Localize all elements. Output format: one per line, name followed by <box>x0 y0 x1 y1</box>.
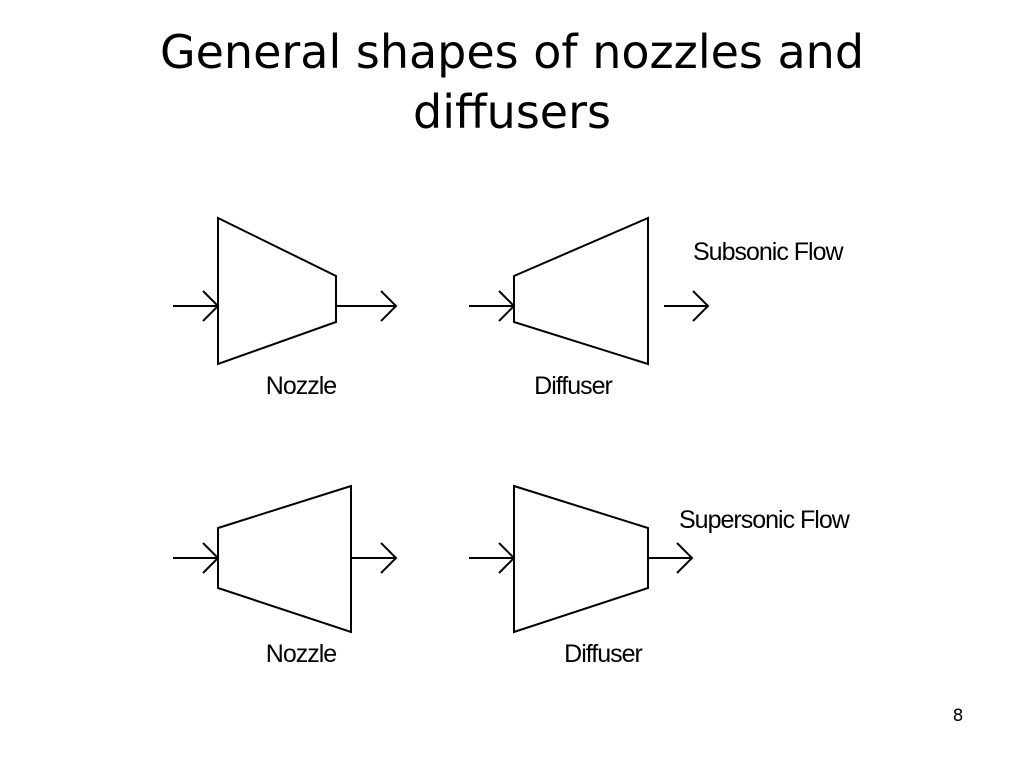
subsonic-nozzle-label: Nozzle <box>266 372 337 400</box>
subsonic-nozzle-inlet-arrow <box>173 290 220 322</box>
subsonic-diffuser-inlet-arrow <box>469 290 516 322</box>
subsonic-diffuser-shape <box>513 216 649 366</box>
supersonic-diffuser-inlet-arrow <box>469 542 516 574</box>
subsonic-diffuser-label: Diffuser <box>534 372 612 400</box>
subsonic-nozzle <box>173 216 398 366</box>
subsonic-nozzle-outlet-arrow <box>336 290 398 322</box>
title-line-2: diffusers <box>413 85 611 139</box>
subsonic-flow-label: Subsonic Flow <box>693 238 845 266</box>
supersonic-nozzle-inlet-arrow <box>173 542 220 574</box>
supersonic-diffuser-shape <box>513 484 649 634</box>
supersonic-nozzle-outlet-arrow <box>351 542 398 574</box>
supersonic-nozzle <box>173 484 398 634</box>
title-line-1: General shapes of nozzles and <box>159 25 865 79</box>
supersonic-diffuser <box>469 484 694 634</box>
supersonic-nozzle-label: Nozzle <box>266 640 337 668</box>
subsonic-diffuser <box>469 216 710 366</box>
slide-title: General shapes of nozzles and diffusers <box>0 22 1024 142</box>
supersonic-diffuser-outlet-arrow <box>648 542 694 574</box>
subsonic-diffuser-outlet-arrow <box>664 290 710 322</box>
supersonic-flow-label: Supersonic Flow <box>679 506 851 534</box>
supersonic-diffuser-label: Diffuser <box>564 640 642 668</box>
supersonic-nozzle-shape <box>217 484 352 634</box>
subsonic-nozzle-shape <box>217 216 337 366</box>
page-number: 8 <box>952 706 964 726</box>
